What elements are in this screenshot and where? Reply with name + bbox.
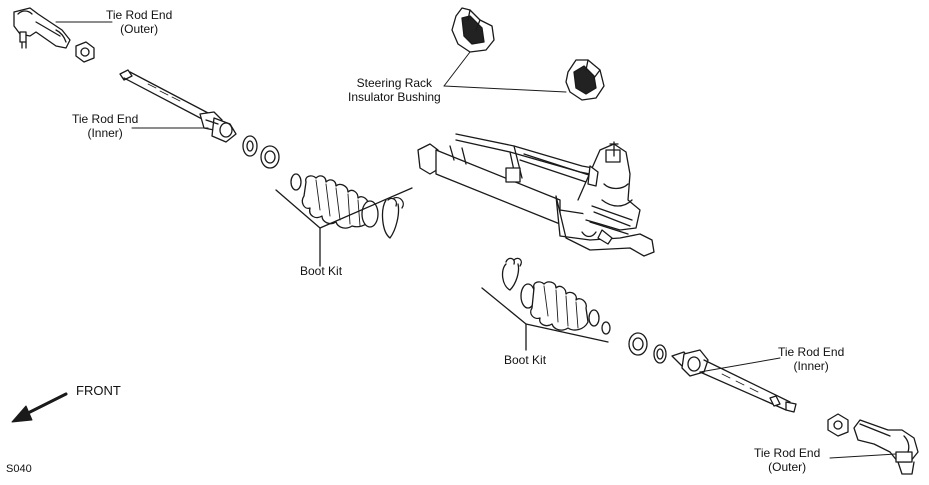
label-insulator-bushing: Steering Rack Insulator Bushing (348, 76, 441, 104)
label-tie-rod-end-outer-bottom: Tie Rod End (Outer) (754, 446, 821, 474)
label-boot-kit-left: Boot Kit (300, 264, 343, 278)
lock-nut-bottom (628, 332, 648, 356)
tie-rod-end-inner-bottom (671, 349, 797, 413)
tie-rod-end-outer-top (13, 7, 71, 49)
boot-kit-right (481, 257, 611, 351)
washer-top (242, 135, 258, 157)
steering-gear-housing (417, 133, 655, 257)
lock-nut-top (260, 145, 280, 169)
castle-nut-top (75, 41, 95, 63)
tie-rod-end-inner-top (119, 69, 237, 143)
leader-lines (55, 21, 897, 459)
label-tie-rod-end-inner-top: Tie Rod End (Inner) (72, 112, 139, 140)
washer-bottom (653, 344, 667, 364)
front-arrow-icon (11, 392, 68, 423)
insulator-bushing-upper (451, 7, 495, 53)
label-tie-rod-end-outer-top: Tie Rod End (Outer) (106, 8, 173, 36)
boot-kit-left (275, 173, 413, 267)
insulator-bushing-lower (565, 59, 605, 101)
figure-code: S040 (6, 463, 32, 475)
tie-rod-end-outer-bottom (853, 419, 919, 475)
castle-nut-bottom (827, 413, 849, 437)
label-front: FRONT (76, 383, 121, 398)
label-boot-kit-right: Boot Kit (504, 353, 547, 367)
label-tie-rod-end-inner-bottom: Tie Rod End (Inner) (778, 345, 845, 373)
